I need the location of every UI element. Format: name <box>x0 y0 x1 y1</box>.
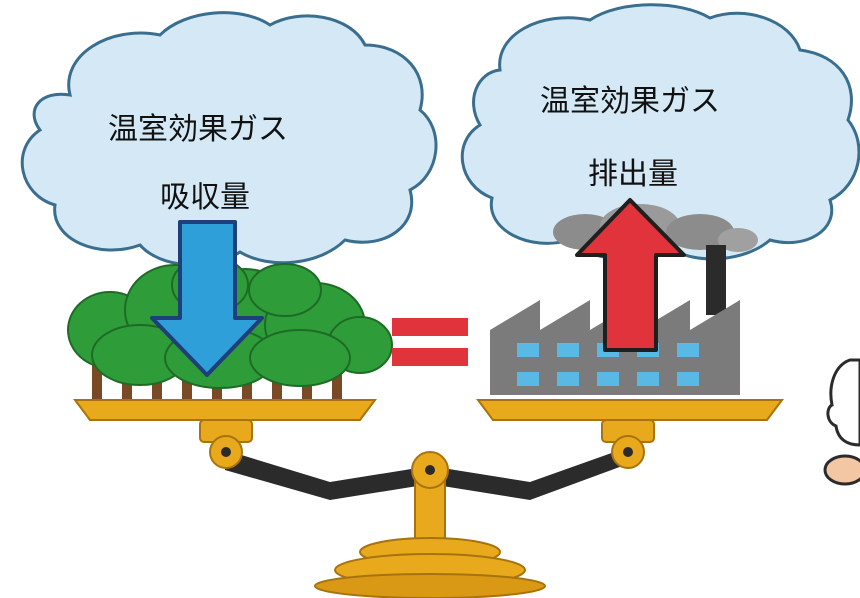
balance-scale-icon <box>73 399 784 598</box>
person-partial-icon <box>823 358 860 486</box>
down-arrow-icon <box>150 220 264 377</box>
right-cloud-icon <box>460 3 860 261</box>
left-cloud-icon <box>20 11 438 267</box>
up-arrow-icon <box>575 198 686 352</box>
absorb-cloud-title: 温室効果ガス <box>108 112 288 147</box>
emission-cloud-title: 温室効果ガス <box>540 84 720 119</box>
emission-cloud-subtitle: 排出量 <box>588 157 678 192</box>
absorb-cloud-subtitle: 吸収量 <box>160 180 250 215</box>
equals-icon <box>392 318 468 366</box>
